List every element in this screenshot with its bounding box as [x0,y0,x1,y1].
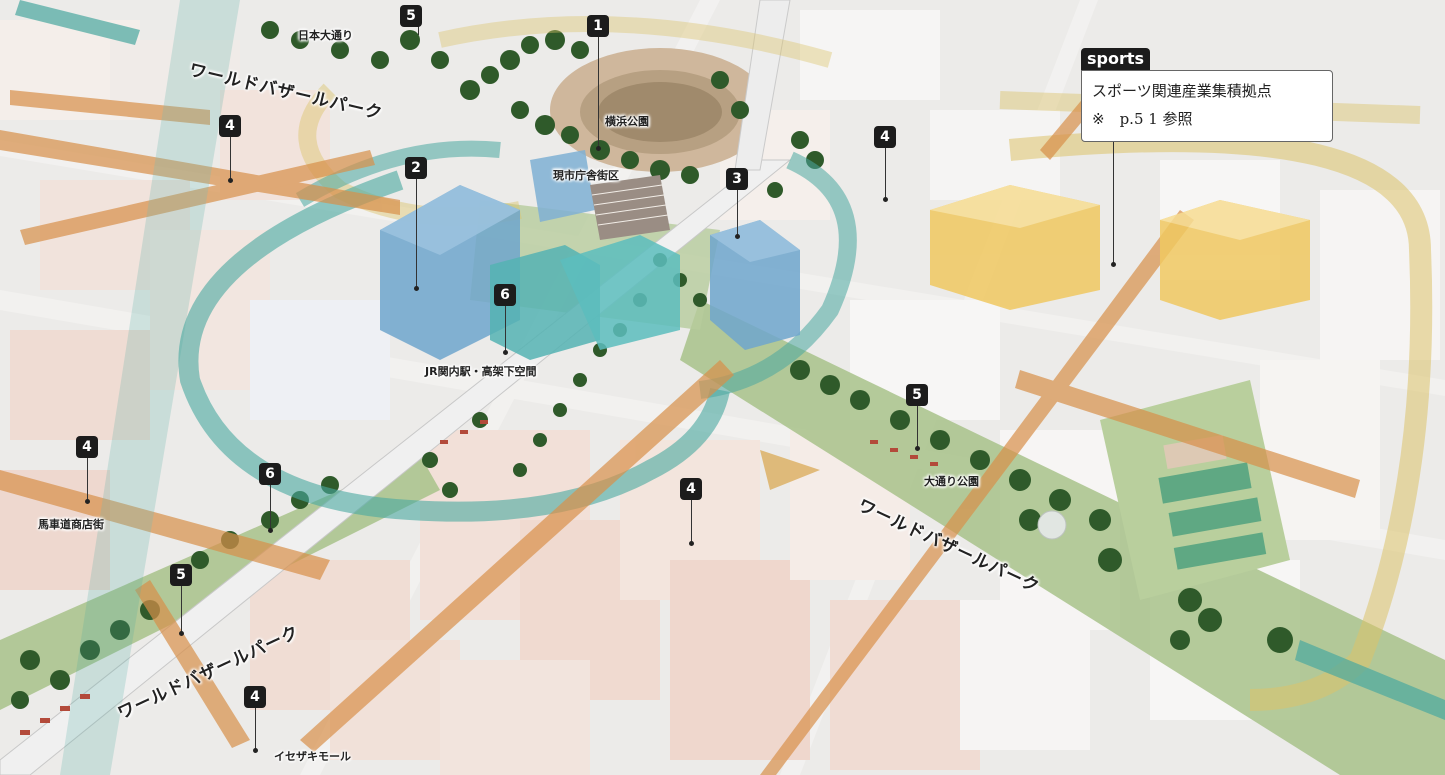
label-yokohama-park: 横浜公園 [605,115,649,128]
leader-line [181,585,182,633]
sports-leader-line [1113,142,1114,264]
leader-dot [503,350,508,355]
green-strips [0,200,1445,775]
marker-3-blue-building: 3 [726,168,748,190]
label-city-hall-district: 現市庁舎街区 [553,169,619,182]
leader-line [917,405,918,447]
sports-tag: sports [1081,48,1151,70]
leader-dot [596,146,601,151]
sports-callout: スポーツ関連産業集積拠点 ※ p.5 1 参照 [1081,70,1333,142]
marker-4-center: 4 [680,478,702,500]
leader-line [255,708,256,750]
leader-line [885,148,886,198]
marker-5-odori-park: 5 [906,384,928,406]
marker-2-blue-building: 2 [405,157,427,179]
marker-4-top-left: 4 [219,115,241,137]
teal-buildings [490,235,680,360]
marker-4-bashamichi: 4 [76,436,98,458]
marker-1-city-hall: 1 [587,15,609,37]
sports-callout-reference: ※ p.5 1 参照 [1092,110,1193,128]
leader-line [230,137,231,179]
blue-buildings [380,150,800,360]
flower-beds [20,420,938,735]
leader-dot [228,178,233,183]
label-isezaki-mall: イセザキモール [274,750,351,763]
leader-dot [85,499,90,504]
dome [1037,510,1067,540]
leader-dot [253,748,258,753]
label-odori-park: 大通り公園 [924,475,979,488]
sports-callout-title: スポーツ関連産業集積拠点 [1092,82,1272,100]
label-kannai-station: JR関内駅・高架下空間 [425,365,537,378]
leader-dot [735,234,740,239]
leader-line [691,500,692,542]
leader-line [416,178,417,288]
leader-dot [268,528,273,533]
leader-dot [883,197,888,202]
leader-dot [915,446,920,451]
leader-line [270,485,271,530]
marker-5-nihon-odori: 5 [400,5,422,27]
marker-5-left-park: 5 [170,564,192,586]
leader-line [598,37,599,147]
leader-dot [689,541,694,546]
sports-leader-dot [1111,262,1116,267]
city-hall-building [590,175,670,240]
yellow-buildings [930,185,1310,320]
leader-dot [414,286,419,291]
leader-dot [179,631,184,636]
building-blocks [0,10,1440,775]
marker-6-station: 6 [494,284,516,306]
marker-6-underpass: 6 [259,463,281,485]
label-bashamichi: 馬車道商店街 [38,518,104,531]
leader-line [505,305,506,353]
leader-line [737,190,738,235]
label-nihon-odori: 日本大通り [298,29,353,42]
marker-4-isezaki: 4 [244,686,266,708]
marker-4-top-right: 4 [874,126,896,148]
leader-line [87,458,88,500]
